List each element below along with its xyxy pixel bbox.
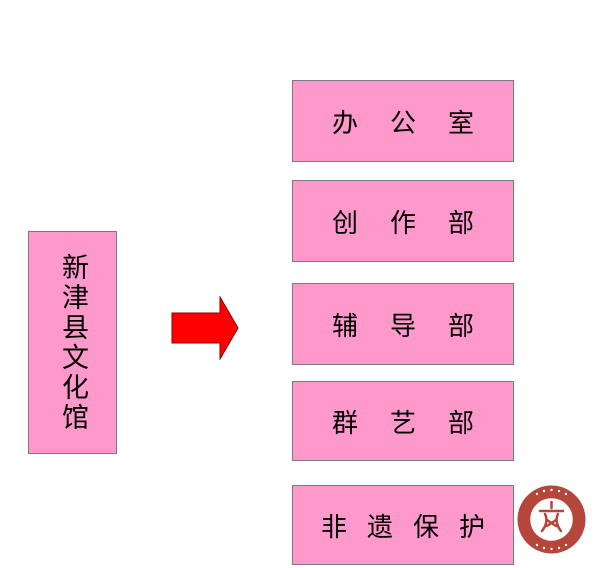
dept-label-mass-arts: 群艺部 xyxy=(331,408,474,439)
dept-box-creation: 创作部 xyxy=(292,180,514,262)
root-node-label: 新津县文化馆 xyxy=(57,252,88,433)
dept-box-guidance: 辅导部 xyxy=(292,283,514,365)
root-node-box: 新津县文化馆 xyxy=(28,231,117,454)
dept-box-mass-arts: 群艺部 xyxy=(292,381,514,461)
dept-label-office: 办公室 xyxy=(331,108,474,139)
dept-box-office: 办公室 xyxy=(292,80,514,162)
dept-label-creation: 创作部 xyxy=(331,208,474,239)
dept-box-heritage-protection: 非遗保护 xyxy=(292,485,514,565)
dept-label-heritage-protection: 非遗保护 xyxy=(320,512,485,543)
cultural-center-seal-logo xyxy=(517,485,586,554)
dept-label-guidance: 辅导部 xyxy=(331,311,474,342)
right-arrow-icon xyxy=(171,296,239,360)
